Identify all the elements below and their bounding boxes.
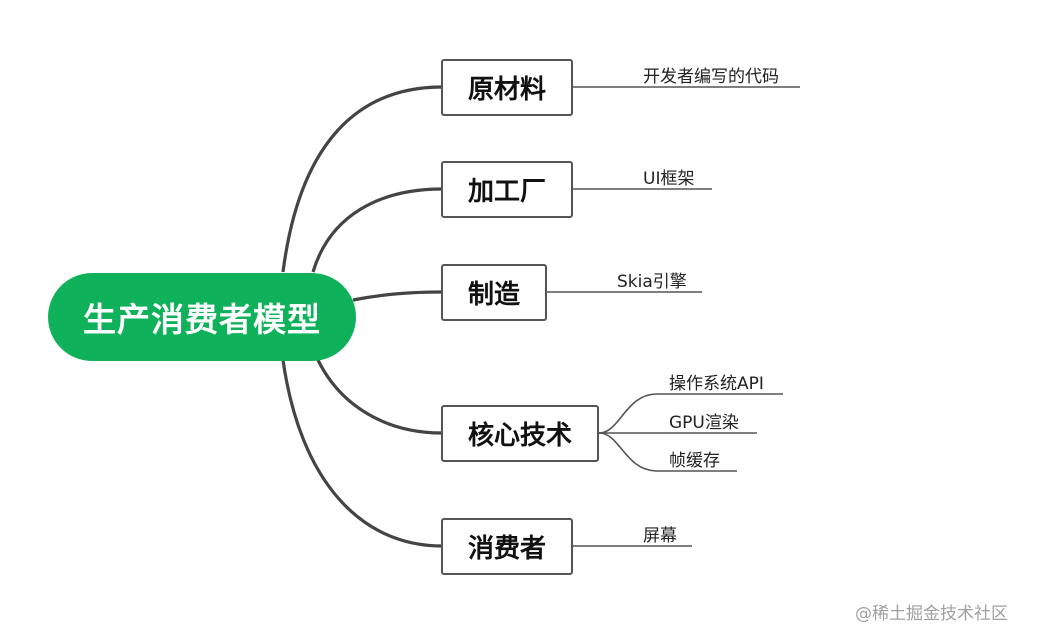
connector-root-branch-4 [281, 359, 443, 548]
leaf-screen: 屏幕 [643, 526, 677, 546]
connector-root-branch-0 [281, 85, 443, 273]
branch-node-raw-materials: 原材料 [441, 59, 573, 116]
branch-node-core-tech: 核心技术 [441, 405, 599, 462]
branch-node-consumer: 消费者 [441, 518, 573, 575]
connector-root-branch-3 [316, 359, 443, 435]
leaf-ui-framework: UI框架 [643, 169, 695, 189]
leaf-os-api: 操作系统API [669, 374, 764, 394]
connector-root-branch-2 [352, 290, 443, 302]
connector-branch-3-leaf-0 [598, 393, 783, 434]
leaf-frame-buffer: 帧缓存 [669, 451, 720, 471]
watermark: @稀土掘金技术社区 [855, 604, 1008, 624]
leaf-skia-engine: Skia引擎 [617, 272, 687, 292]
root-node: 生产消费者模型 [48, 273, 356, 361]
connector-root-branch-1 [311, 187, 443, 273]
leaf-gpu-render: GPU渲染 [669, 413, 739, 433]
leaf-developer-code: 开发者编写的代码 [643, 67, 779, 87]
branch-node-manufacturing: 制造 [441, 264, 547, 321]
branch-node-factory: 加工厂 [441, 161, 573, 218]
connector-branch-3-leaf-2 [598, 432, 737, 472]
